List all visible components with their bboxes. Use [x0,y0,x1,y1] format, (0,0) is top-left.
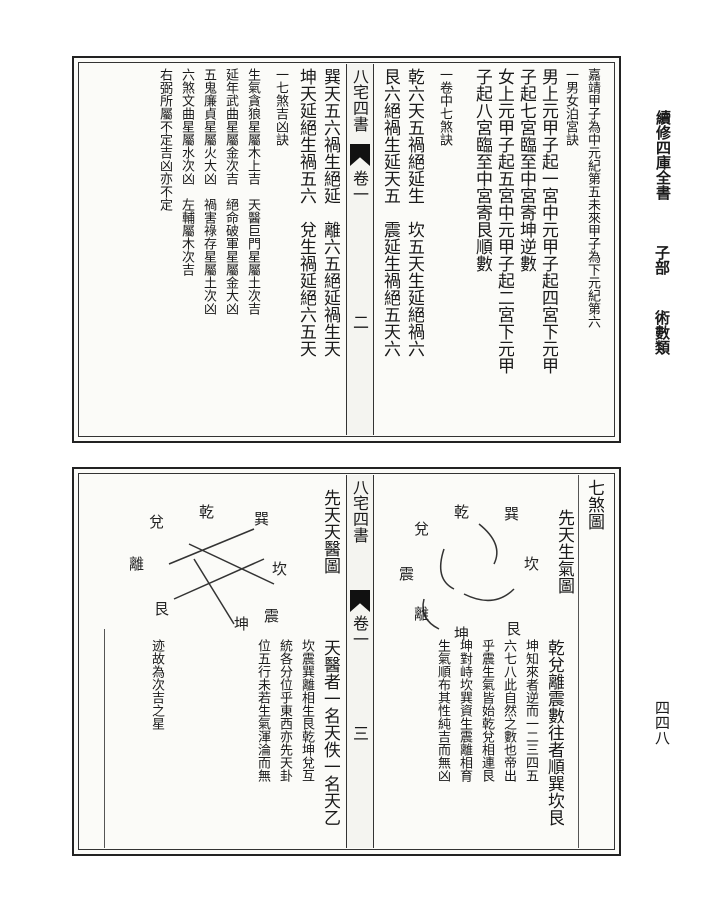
text-column: 六煞文曲星屬水次凶 左輔屬木次吉 [179,68,194,276]
text-column: 女上元甲子起五宮中元甲子起二宮下元甲 [494,68,514,374]
text-column: 子起七宮臨至中宮寄坤逆數 [516,68,536,272]
folio-number: 三 [350,725,369,741]
trigram-label: 坤 [234,615,249,633]
text-column: 艮六絕禍生延天五 震延生禍絕五天六 [380,68,400,357]
series-title: 續修四庫全書 [654,110,672,200]
text-column: 五鬼廉貞星屬火大凶 禍害祿存星屬土次凶 [201,68,216,315]
text-column: 統各分位乎東西亦先天卦 [277,639,292,782]
text-column: 乾六天五禍絕延生 坎五天生延絕禍六 [404,68,424,357]
trigram-label: 坎 [524,555,539,573]
page-number: 四四八 [653,700,671,745]
text-column: 延年武曲星屬金次吉 絕命破軍星屬金大凶 [223,68,238,315]
volume-label: 卷一 [350,170,369,202]
trigram-label: 乾 [199,503,214,521]
diagram-caption: 先天生氣圖 [554,509,574,594]
trigram-label: 巽 [254,510,269,528]
volume-label: 卷一 [350,615,369,647]
book-title: 八宅四書 [350,68,369,132]
text-column: 六七八此自然之數也帝出 [501,639,516,782]
text-column: 坎震巽離相生艮乾坤兌互 [299,639,314,782]
fish-tail-mark [350,590,370,612]
section-label: 子部 [653,245,671,275]
trigram-label: 坎 [272,560,287,578]
trigram-label: 巽 [504,505,519,523]
text-column: 坤知來者逆而一二三四五 [523,639,538,782]
text-column: 乎震生氣皆始乾兌相連艮 [479,639,494,782]
center-spine: 八宅四書 卷一 二 [346,64,374,435]
bottom-page: 七煞圖 先天生氣圖 乾 巽 坎 兌 震 坤 艮 離 乾兌離震數往者順巽坎艮 坤知… [72,467,621,856]
category-label: 術數類 [653,310,671,355]
divider [104,629,105,848]
text-column: 乾兌離震數往者順巽坎艮 [544,639,564,826]
text-column: 一卷中七煞訣 [437,68,452,146]
trigram-label: 離 [414,605,429,623]
text-column: 男上元甲子起一宮中元甲子起四宮下元甲 [538,68,558,374]
folio-number: 二 [350,314,369,330]
xiantian-shengqi-diagram: 乾 巽 坎 兌 震 坤 艮 離 [394,489,544,649]
top-page: 嘉靖甲子為中元紀第五未來甲子為下元紀第六 一男女泊宮訣 男上元甲子起一宮中元甲子… [72,56,621,443]
trigram-label: 艮 [506,620,521,638]
text-column: 迹故為次吉之星 [149,639,164,730]
divider [578,475,579,848]
trigram-label: 坤 [454,625,469,643]
text-column: 子起八宮臨至中宮寄艮順數 [472,68,492,272]
trigram-label: 離 [129,555,144,573]
text-column: 位五行未若生氣渾淪而無 [255,639,270,782]
trigram-label: 震 [264,607,279,625]
text-column: 生氣順布其性純吉而無凶 [435,639,450,782]
xiantian-tianyi-diagram: 乾 巽 坎 兌 離 坤 震 艮 [114,489,294,639]
trigram-label: 兌 [414,520,429,538]
text-column: 巽天五六禍生絕延 離六五絕延禍生天 [320,68,340,357]
center-spine: 八宅四書 卷一 三 [346,475,374,848]
diagram-caption: 先天天醫圖 [320,489,340,574]
text-column: 一男女泊宮訣 [563,68,578,146]
trigram-label: 震 [399,565,414,583]
trigram-label: 艮 [154,600,169,618]
text-column: 生氣貪狼星屬木上吉 天醫巨門星屬土次吉 [245,68,260,315]
book-title: 八宅四書 [350,479,369,543]
text-column: 坤對峙坎巽資生震離相育 [457,639,472,782]
text-column: 坤天延絕生禍五六 兌生禍延絕六五天 [296,68,316,357]
fish-tail-mark [350,144,370,166]
trigram-label: 兌 [149,513,164,531]
chart-heading: 七煞圖 [584,479,604,530]
text-column: 一七煞吉凶訣 [273,68,288,146]
text-column: 天醫者一名天佚一名天乙 [320,639,340,826]
text-column: 嘉靖甲子為中元紀第五未來甲子為下元紀第六 [585,68,600,328]
text-column: 右弼所屬不定吉凶亦不定 [157,68,172,211]
trigram-label: 乾 [454,503,469,521]
